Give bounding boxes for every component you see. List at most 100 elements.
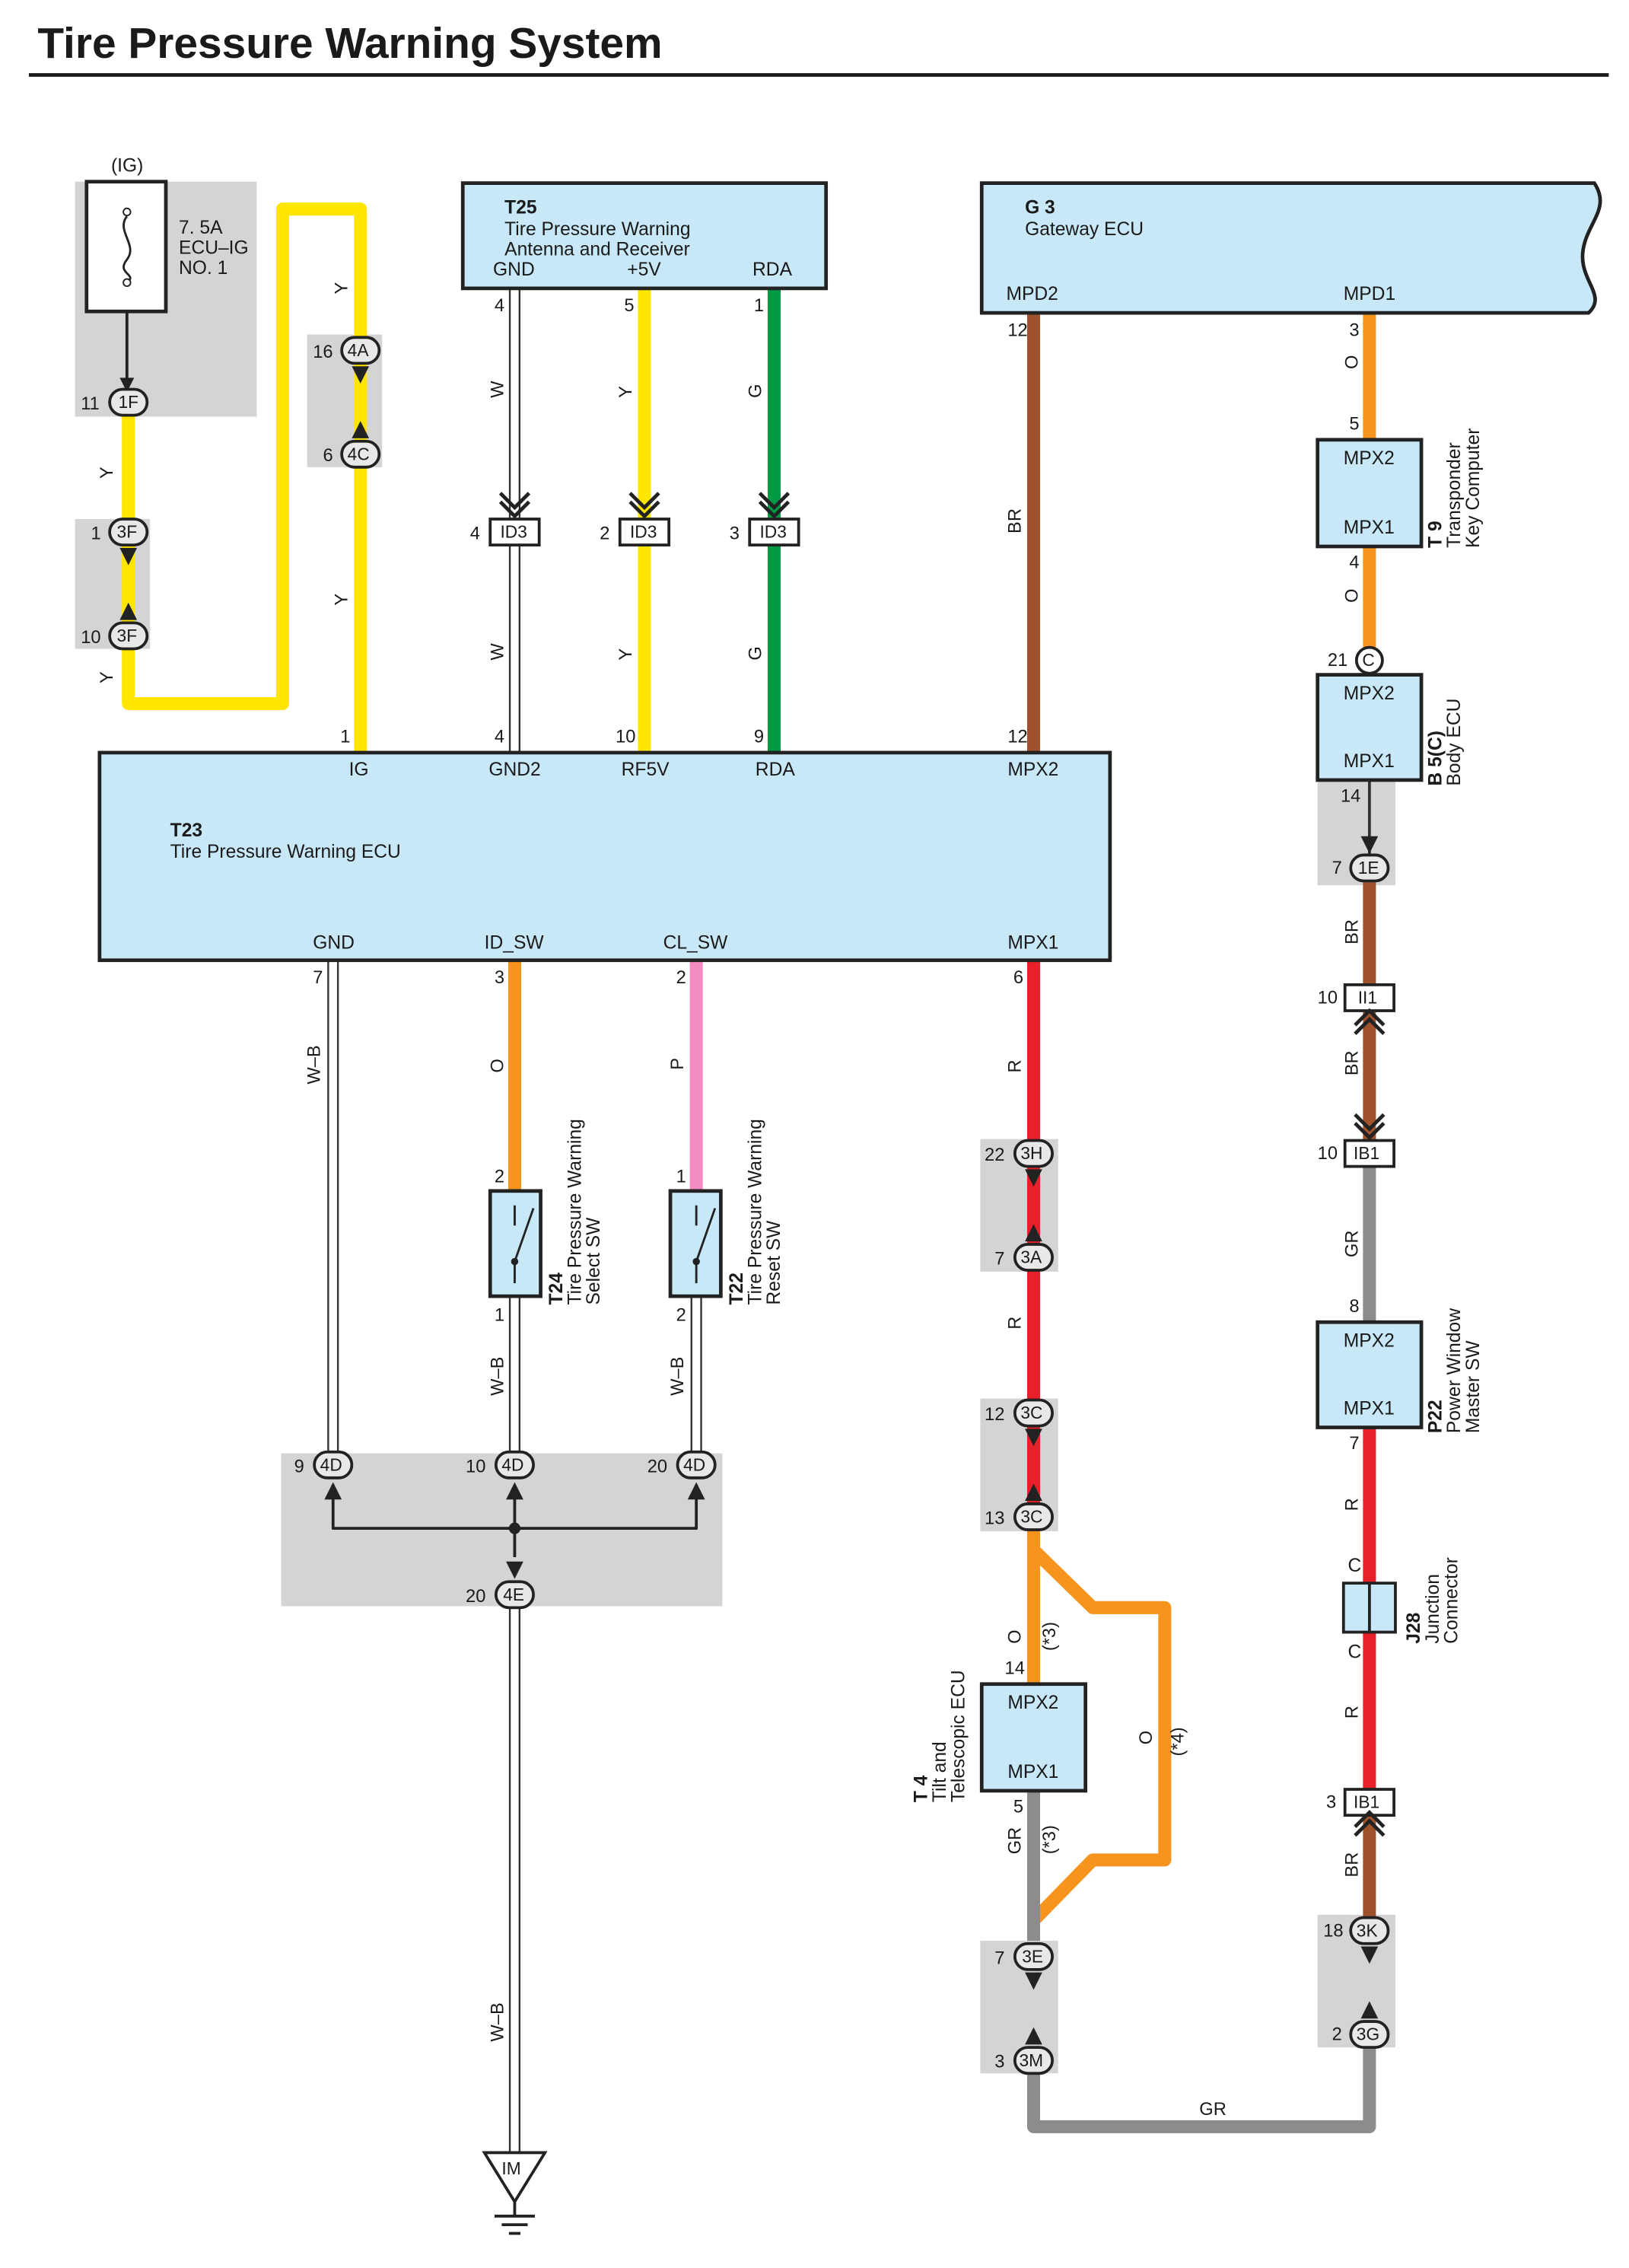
pin-numbers: 11 1 10 16 6 1 4 5 1 4 2 3 4 10 9 12 12 … [81,296,1360,2072]
svg-text:4: 4 [1349,553,1359,572]
svg-text:7: 7 [313,968,323,988]
svg-text:7: 7 [994,1249,1004,1269]
t23-term-ig: IG [349,760,369,780]
t23-term-idsw: ID_SW [485,933,545,954]
junction-block-shading [75,181,1395,2074]
svg-text:BR: BR [1343,919,1363,944]
t24-name-2: Select SW [584,1217,604,1305]
svg-text:3A: 3A [1020,1247,1042,1267]
svg-text:GR: GR [1343,1230,1363,1257]
svg-text:13: 13 [985,1508,1004,1528]
component-t23: T23 Tire Pressure Warning ECU IG GND2 RF… [97,750,1112,963]
t24-name-1: Tire Pressure Warning [565,1119,586,1304]
svg-text:3: 3 [730,524,740,544]
svg-text:14: 14 [1005,1658,1025,1678]
conn-4c: 4C [340,439,381,469]
svg-text:P: P [668,1058,688,1070]
conn-1e: 1E [1349,853,1390,883]
j28-pin-c-bottom: C [1347,1642,1361,1663]
svg-text:ID3: ID3 [760,522,787,542]
svg-text:BR: BR [1343,1852,1363,1878]
inline-connectors: ID3 ID3 ID3 II1 IB1 IB1 [488,492,1395,1837]
t25-term-rda: RDA [752,260,793,280]
svg-text:12: 12 [1007,320,1027,340]
svg-text:3H: 3H [1020,1143,1042,1163]
svg-text:O: O [1005,1629,1025,1643]
note-4: (*4) [1168,1727,1188,1756]
svg-text:W: W [488,381,507,398]
svg-text:20: 20 [647,1457,667,1476]
svg-text:2: 2 [676,968,686,988]
svg-text:2: 2 [600,524,609,544]
t9-term-mpx1: MPX1 [1344,518,1395,538]
wire-y-ig [122,202,367,753]
svg-text:12: 12 [1007,728,1027,747]
t9-term-mpx2: MPX2 [1344,448,1395,469]
t25-name-1: Tire Pressure Warning [504,219,690,240]
svg-text:Y: Y [332,282,352,294]
svg-text:IB1: IB1 [1354,1792,1379,1812]
wire-o-bypass [1029,1545,1172,1926]
svg-text:3E: 3E [1022,1946,1043,1966]
svg-text:4: 4 [495,296,504,316]
svg-text:G: G [746,384,765,397]
svg-text:1: 1 [754,296,764,316]
conn-ii1: II1 [1343,983,1395,1012]
svg-text:O: O [1343,355,1363,369]
svg-text:5: 5 [624,296,634,316]
svg-text:7: 7 [1332,858,1342,878]
conn-id3-5v: ID3 [618,518,671,547]
svg-text:BR: BR [1005,508,1025,534]
svg-text:Y: Y [332,594,352,606]
conn-4d-mid: 4D [494,1450,535,1480]
svg-text:1: 1 [676,1167,686,1187]
fuse-number: NO. 1 [179,258,227,279]
conn-3f-top: 3F [108,518,149,547]
svg-text:R: R [1343,1498,1363,1511]
fuse-supply-label: (IG) [111,155,143,176]
conn-3c-bottom: 3C [1013,1502,1054,1531]
conn-3e: 3E [1013,1941,1054,1971]
svg-text:4A: 4A [348,340,370,360]
svg-text:9: 9 [754,728,764,747]
t23-code: T23 [170,820,202,841]
conn-3h: 3H [1013,1139,1054,1168]
component-t9: MPX2 MPX1 T 9 Transponder Key Computer [1316,428,1484,549]
svg-text:BR: BR [1343,1050,1363,1075]
svg-text:3: 3 [1326,1793,1336,1813]
svg-text:O: O [1137,1731,1157,1744]
t23-term-rda: RDA [756,760,796,780]
svg-text:10: 10 [616,728,635,747]
svg-text:9: 9 [294,1457,304,1476]
svg-text:O: O [1343,588,1363,602]
t9-code: T 9 [1426,521,1446,548]
svg-text:GR: GR [1005,1827,1025,1855]
t25-name-2: Antenna and Receiver [504,239,690,260]
j28-name-1: Junction [1423,1574,1443,1644]
svg-text:W–B: W–B [668,1357,688,1396]
conn-3a: 3A [1013,1243,1054,1272]
t22-name-2: Reset SW [764,1220,784,1305]
note-3-upper: (*3) [1040,1622,1060,1651]
svg-text:16: 16 [313,342,332,362]
svg-text:W: W [488,643,507,661]
t22-name-1: Tire Pressure Warning [745,1119,765,1304]
fuse-name: ECU–IG [179,237,249,258]
svg-text:O: O [488,1059,507,1072]
conn-4d-right: 4D [676,1450,717,1480]
fuse-rating: 7. 5A [179,218,223,238]
svg-text:Y: Y [616,386,636,398]
t4-term-mpx1: MPX1 [1007,1762,1058,1782]
g3-name: Gateway ECU [1025,219,1144,240]
svg-text:3K: 3K [1357,1920,1378,1940]
conn-3m: 3M [1013,2046,1054,2075]
p22-term-mpx1: MPX1 [1344,1398,1395,1419]
svg-text:II1: II1 [1358,988,1377,1008]
t24-code: T24 [546,1273,567,1305]
svg-text:4D: 4D [501,1454,523,1474]
svg-text:4: 4 [495,728,504,747]
t4-code: T 4 [911,1775,931,1802]
t23-term-gnd: GND [313,933,355,954]
t25-term-5v: +5V [627,260,661,280]
